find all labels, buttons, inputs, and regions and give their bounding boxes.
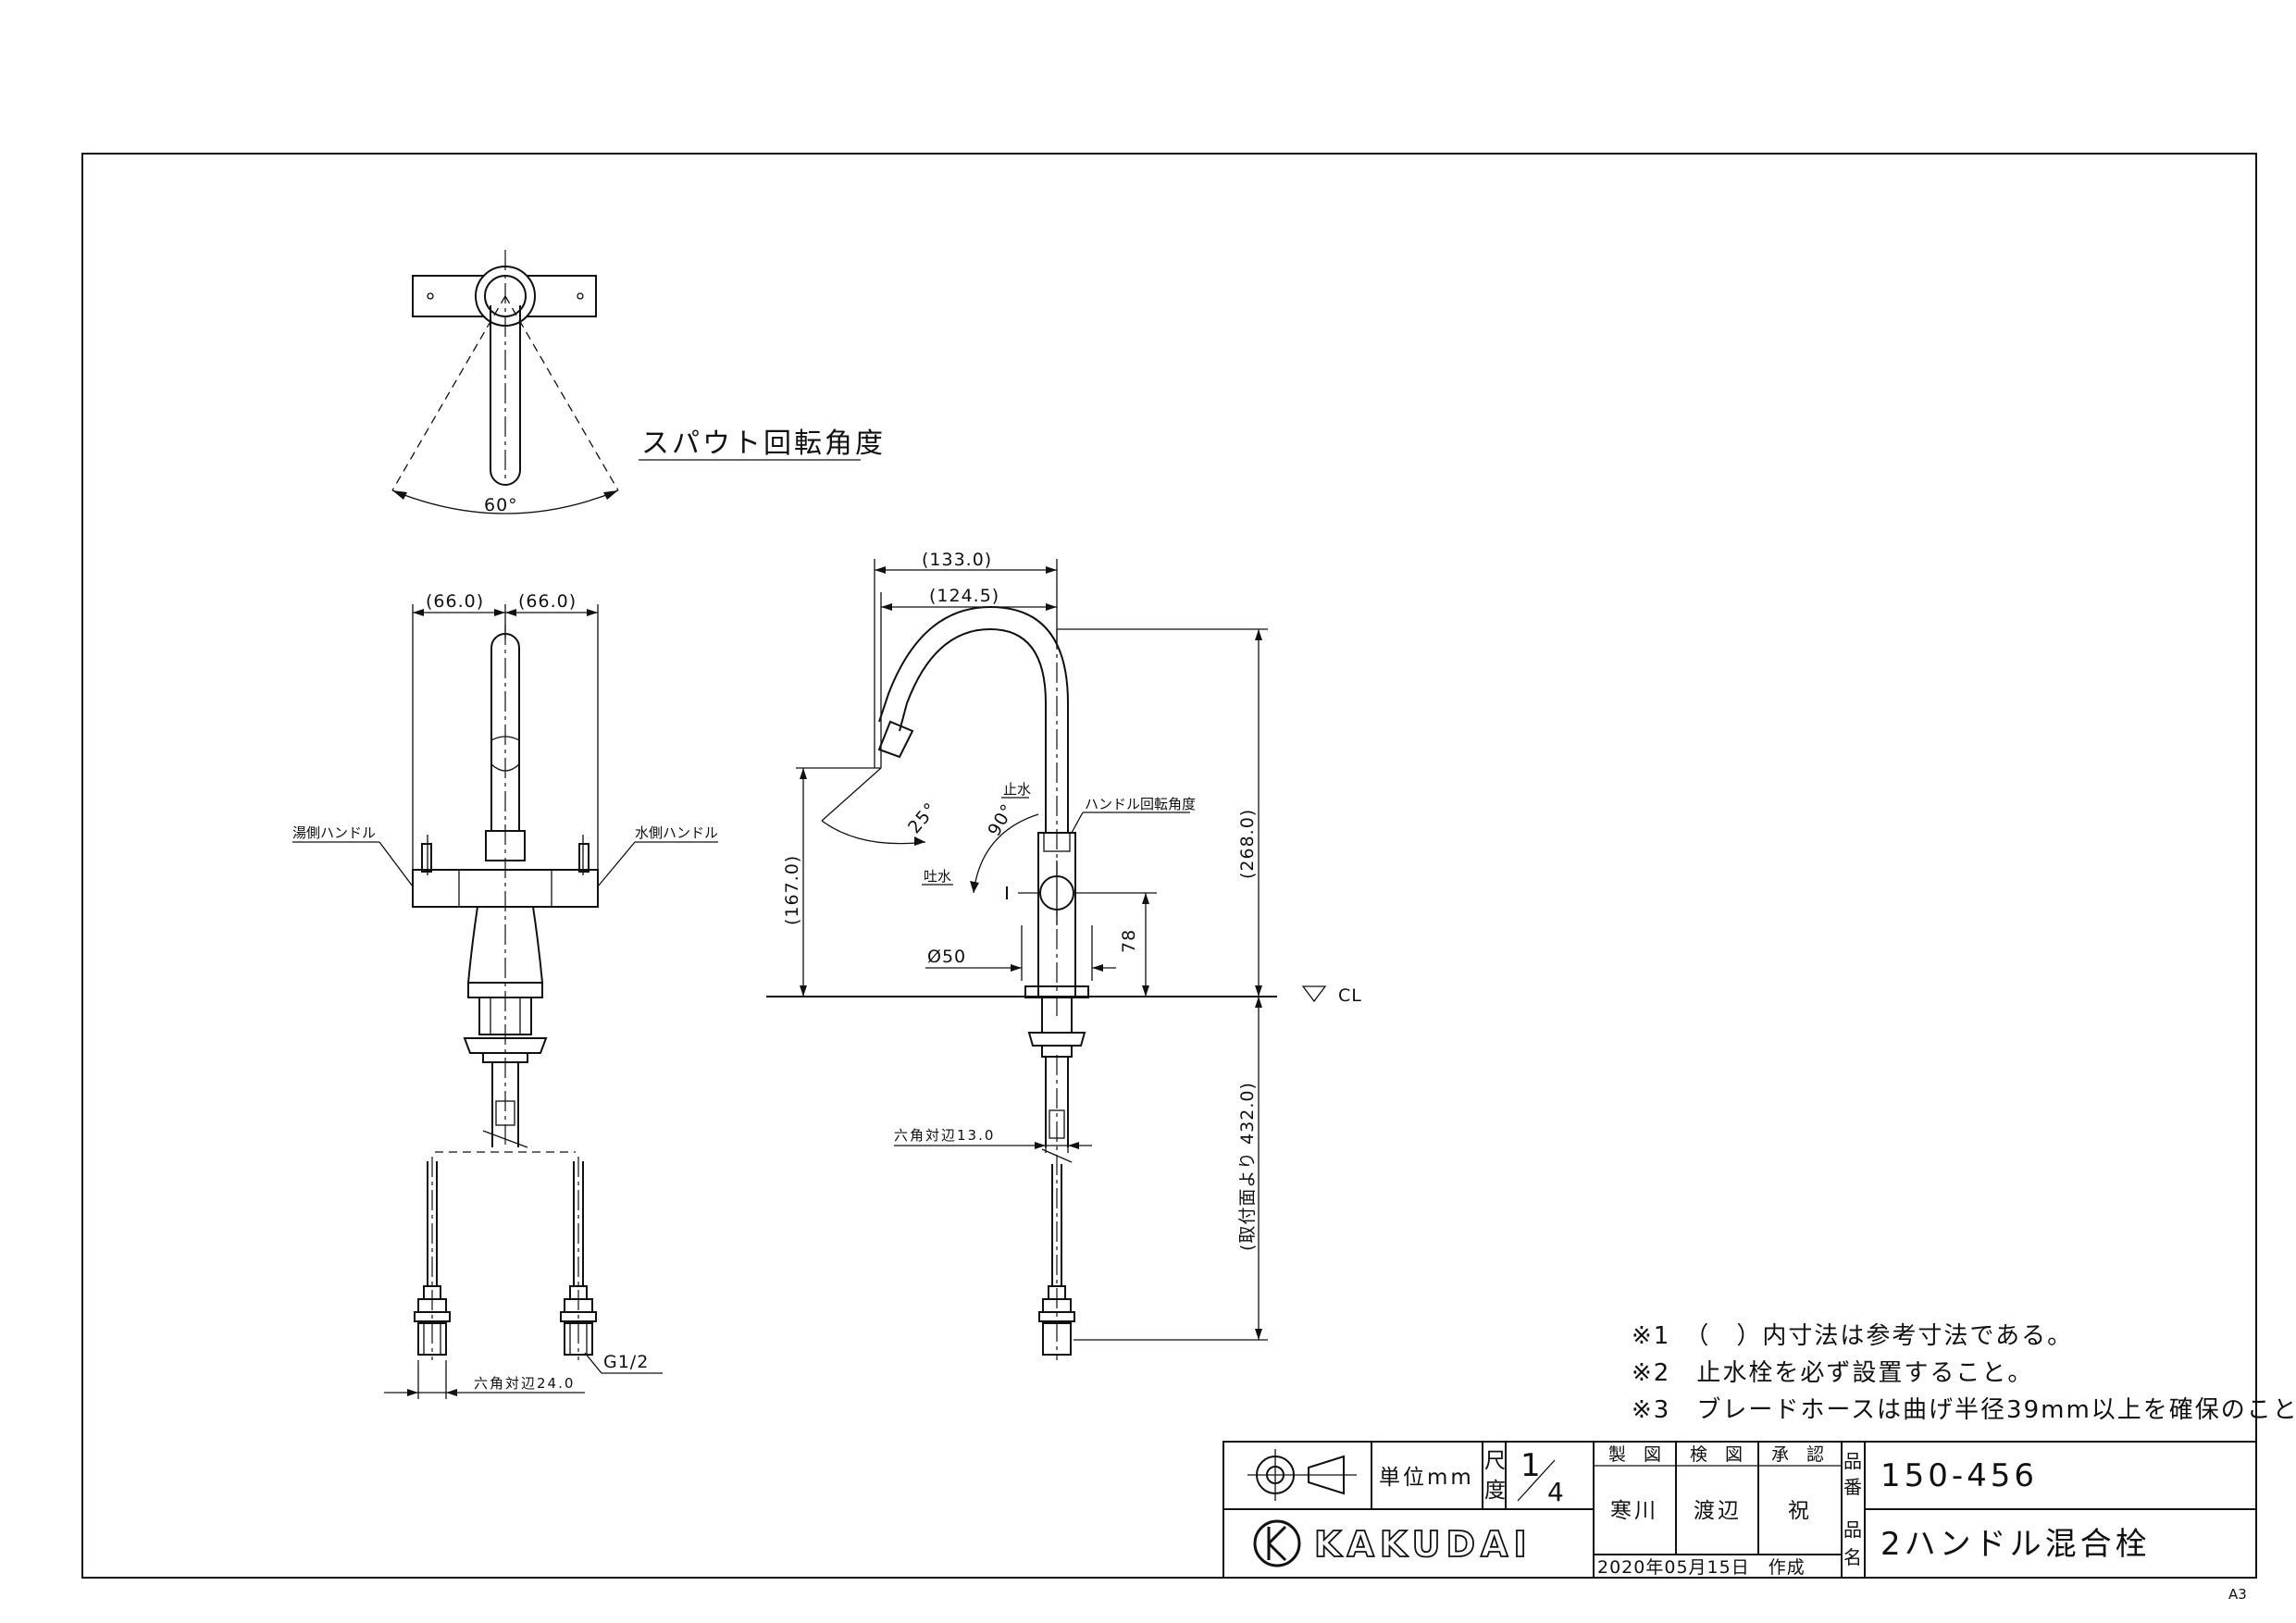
front-view: (66.0) (66.0)	[292, 591, 718, 1399]
angle-25-label: 25°	[904, 799, 941, 837]
angle-60-label: 60°	[484, 495, 518, 515]
brand-name: KAKUDAI	[1314, 1524, 1533, 1565]
side-view: CL (133.0) (124.5)	[766, 550, 1362, 1360]
note-2: ※2 止水栓を必ず設置すること。	[1632, 1359, 2033, 1387]
hot-handle-label: 湯側ハンドル	[292, 824, 376, 841]
dim-78-label: 78	[1119, 929, 1139, 953]
scale-label-1: 尺	[1484, 1449, 1506, 1473]
name-label-2: 名	[1843, 1546, 1862, 1568]
sheet-size-label: A3	[2228, 1586, 2247, 1603]
cl-label: CL	[1338, 985, 1362, 1006]
diameter-50-label: Ø50	[927, 947, 966, 967]
angle-90-label: 90°	[984, 800, 1018, 840]
dim-66-left: (66.0)	[426, 591, 484, 612]
header-approved: 承 認	[1771, 1444, 1824, 1465]
part-number: 150-456	[1880, 1457, 2038, 1494]
note-3: ※3 ブレードホースは曲げ半径39mm以上を確保のこと。	[1632, 1396, 2296, 1424]
header-drawn: 製 図	[1608, 1444, 1661, 1465]
dim-133-label: (133.0)	[922, 550, 992, 570]
checked-by: 渡辺	[1694, 1499, 1742, 1523]
part-no-label-2: 番	[1843, 1476, 1862, 1498]
unit-label: 単位mm	[1379, 1466, 1474, 1490]
projection-symbol-icon	[1247, 1449, 1357, 1501]
handle-rotation-label: ハンドル回転角度	[1085, 796, 1196, 812]
drawn-by: 寒川	[1610, 1499, 1658, 1523]
dim-432-label: (取付面より 432.0)	[1237, 1082, 1258, 1251]
top-view: 60° スパウト回転角度	[391, 250, 886, 515]
cold-handle-label: 水側ハンドル	[635, 824, 718, 841]
drawing-date: 2020年05月15日 作成	[1597, 1557, 1806, 1578]
scale-numerator: 1	[1520, 1447, 1541, 1484]
name-label-1: 品	[1843, 1518, 1862, 1541]
kakudai-logo-icon	[1253, 1519, 1301, 1567]
sheet-border	[81, 153, 2257, 1579]
hex-24-label: 六角対辺24.0	[474, 1375, 575, 1392]
thread-label: G1/2	[603, 1352, 649, 1372]
dim-124-label: (124.5)	[929, 586, 999, 606]
scale-label-2: 度	[1484, 1479, 1506, 1503]
part-name: 2ハンドル混合栓	[1880, 1526, 2151, 1563]
note-1: ※1 （ ）内寸法は参考寸法である。	[1632, 1322, 2073, 1350]
part-no-label-1: 品	[1843, 1450, 1862, 1472]
dim-167-label: (167.0)	[782, 855, 802, 925]
header-checked: 検 図	[1690, 1444, 1743, 1465]
notes: ※1 （ ）内寸法は参考寸法である。 ※2 止水栓を必ず設置すること。 ※3 ブ…	[1632, 1322, 2296, 1424]
hex-13-label: 六角対辺13.0	[894, 1127, 995, 1144]
title-block: 単位mm 尺 度 1 4 製 図 検 図 承 認 寒川 渡辺 祝 品 番 150…	[1222, 1441, 2257, 1579]
approved-by: 祝	[1788, 1499, 1812, 1523]
dim-268-label: (268.0)	[1237, 809, 1258, 879]
stop-water-label: 止水	[1003, 781, 1031, 798]
dim-66-right: (66.0)	[518, 591, 577, 612]
discharge-label: 吐水	[924, 868, 951, 885]
spout-rotation-label: スパウト回転角度	[641, 427, 886, 460]
scale-denominator: 4	[1547, 1477, 1564, 1507]
